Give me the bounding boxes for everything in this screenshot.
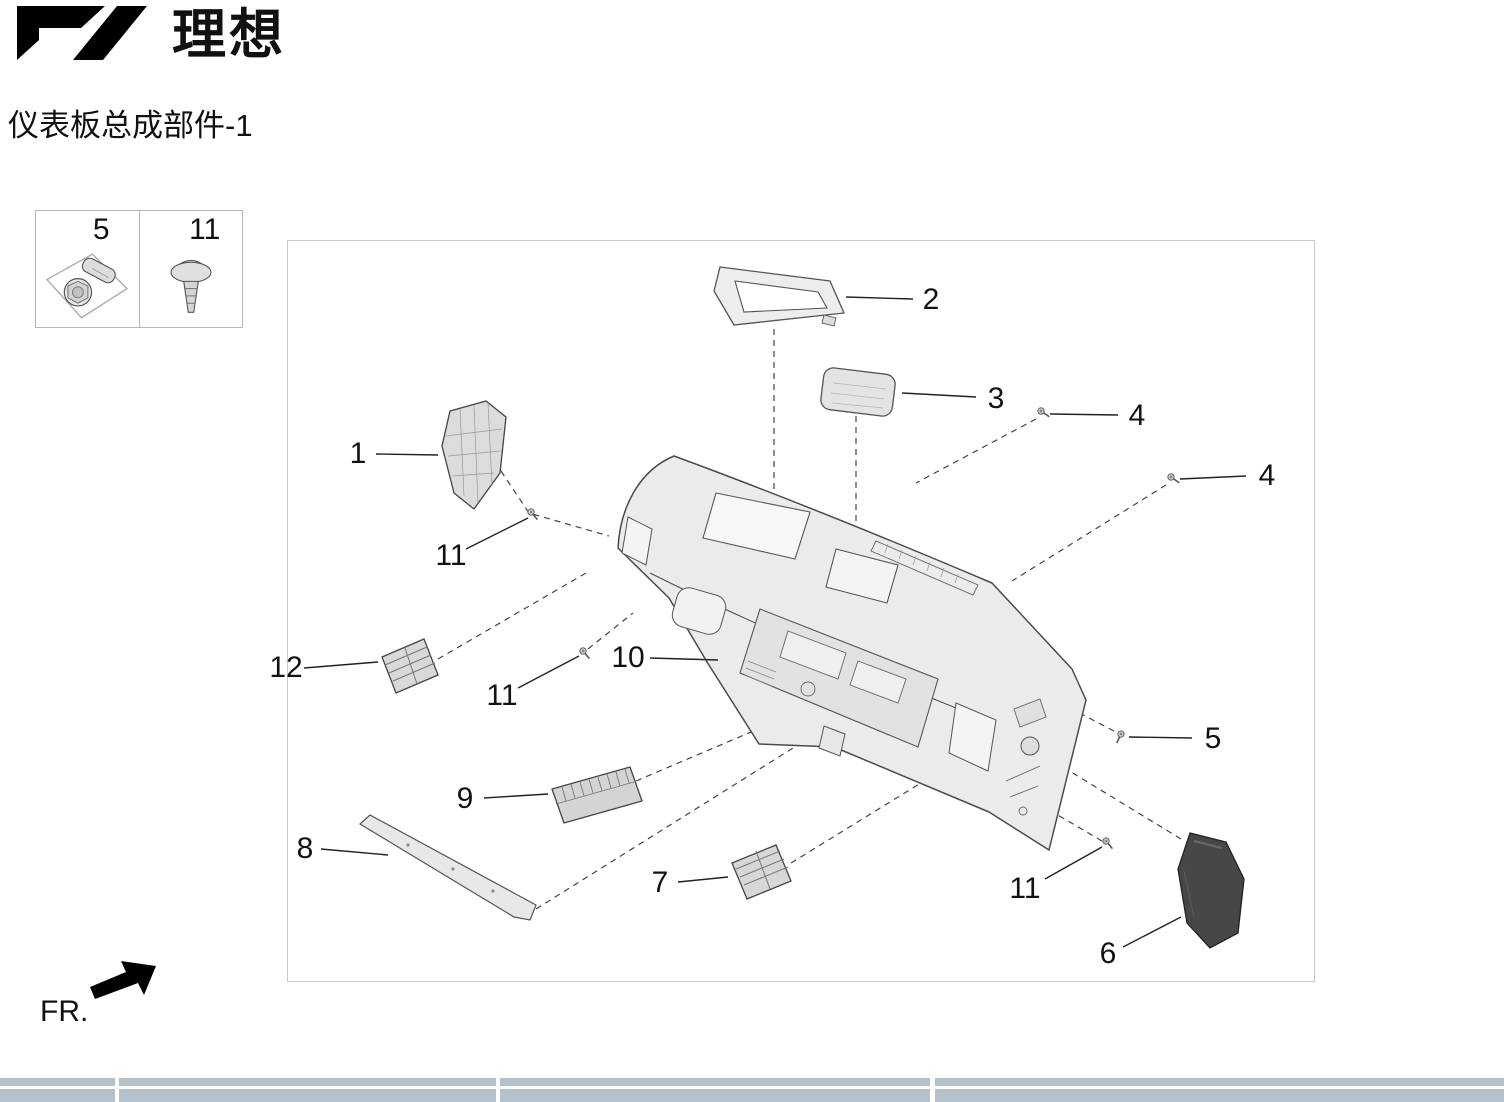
front-direction-label: FR. bbox=[40, 995, 89, 1028]
callout-6: 6 bbox=[1100, 937, 1117, 970]
callout-11b: 11 bbox=[486, 679, 517, 712]
callout-11c: 11 bbox=[1009, 872, 1040, 905]
callout-4b: 4 bbox=[1259, 459, 1276, 492]
callout-5: 5 bbox=[1205, 722, 1222, 755]
part-speaker-grille bbox=[820, 367, 896, 417]
clip-11-icon bbox=[1100, 835, 1116, 852]
part-left-end-cap bbox=[441, 400, 507, 510]
callout-9: 9 bbox=[457, 782, 474, 815]
table-cell bbox=[935, 1078, 1504, 1086]
callout-3: 3 bbox=[988, 382, 1005, 415]
table-cell bbox=[119, 1078, 496, 1086]
page-title: 仪表板总成部件-1 bbox=[8, 108, 253, 143]
fastener-legend: 5 11 bbox=[35, 210, 243, 328]
part-right-center-vent bbox=[731, 844, 792, 900]
clip-11-icon bbox=[525, 506, 541, 523]
table-cell bbox=[500, 1078, 930, 1086]
brand-name: 理想 bbox=[172, 5, 286, 65]
legend-number-11: 11 bbox=[189, 213, 221, 246]
callout-11a: 11 bbox=[435, 539, 466, 572]
table-cell bbox=[119, 1089, 496, 1102]
legend-item-clip: 11 bbox=[138, 211, 243, 327]
table-cell bbox=[500, 1089, 930, 1102]
callout-8: 8 bbox=[297, 832, 314, 865]
clip-screw-icon bbox=[170, 259, 212, 313]
part-right-end-cap bbox=[1177, 832, 1245, 949]
part-trim-ring bbox=[713, 266, 845, 327]
callout-labels: 1 2 3 4 4 5 6 7 8 9 10 11 11 11 12 bbox=[269, 283, 1275, 970]
screw-4-icon bbox=[1035, 405, 1052, 421]
exploded-diagram: 1 2 3 4 4 5 6 7 8 9 10 11 11 11 12 bbox=[269, 240, 1315, 982]
callout-2: 2 bbox=[923, 283, 940, 316]
part-trim-strip bbox=[358, 814, 537, 921]
callout-leader-lines bbox=[303, 296, 1247, 948]
part-center-vent bbox=[551, 766, 643, 824]
callout-4a: 4 bbox=[1129, 399, 1146, 432]
callout-10: 10 bbox=[611, 641, 644, 674]
screw-4-icon bbox=[1165, 471, 1182, 487]
legend-item-bolt: 5 bbox=[36, 211, 139, 327]
part-dashboard-body bbox=[617, 455, 1087, 851]
callout-7: 7 bbox=[652, 866, 669, 899]
brand-header: 理想 bbox=[12, 6, 286, 64]
clip-11-icon bbox=[577, 645, 593, 662]
front-direction-arrow-icon bbox=[86, 953, 160, 1006]
callout-12: 12 bbox=[269, 651, 302, 684]
part-left-vent bbox=[381, 638, 439, 694]
brand-logo-icon bbox=[12, 6, 152, 64]
legend-number-5: 5 bbox=[92, 213, 110, 246]
table-cell bbox=[0, 1078, 115, 1086]
callout-1: 1 bbox=[350, 437, 367, 470]
bolt-icon bbox=[46, 253, 129, 319]
table-cell bbox=[0, 1089, 115, 1102]
bolt-5-icon bbox=[1113, 728, 1127, 746]
table-cell bbox=[935, 1089, 1504, 1102]
